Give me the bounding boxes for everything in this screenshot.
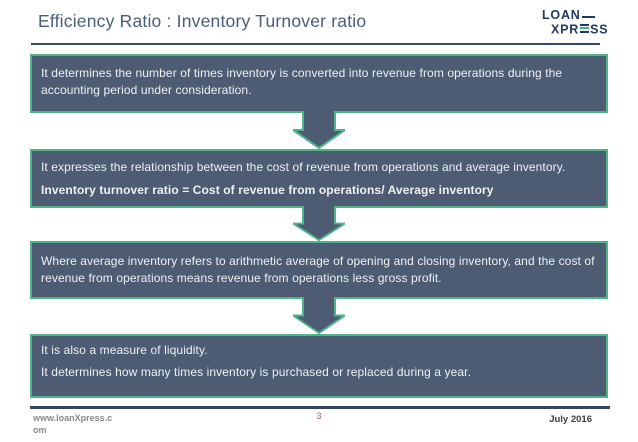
logo-e-bars-icon — [580, 22, 590, 34]
info-box-4: It is also a measure of liquidity. It de… — [30, 334, 608, 398]
footer-date: July 2016 — [549, 414, 592, 425]
info-box-2-text: It expresses the relationship between th… — [41, 160, 566, 174]
logo-line-xpress: XPR SS — [542, 22, 608, 37]
info-box-3-text: Where average inventory refers to arithm… — [41, 254, 595, 285]
info-box-4-text-1: It is also a measure of liquidity. — [41, 343, 208, 357]
info-box-3: Where average inventory refers to arithm… — [30, 241, 608, 299]
logo-line-loan: LOAN — [542, 9, 608, 22]
loanxpress-logo: LOAN XPR SS — [542, 9, 608, 37]
info-box-1: It determines the number of times invent… — [30, 54, 608, 113]
footer-website: www.loanXpress.com — [33, 413, 113, 435]
logo-text-xpr: XPR — [551, 22, 580, 37]
info-box-4-text-2: It determines how many times inventory i… — [41, 364, 472, 379]
logo-dash — [581, 16, 595, 18]
page-title: Efficiency Ratio : Inventory Turnover ra… — [38, 11, 367, 31]
title-underline — [31, 43, 600, 45]
down-arrow-icon — [293, 111, 345, 149]
page-number: 3 — [316, 411, 322, 421]
logo-text-loan: LOAN — [542, 8, 581, 22]
info-box-2: It expresses the relationship between th… — [30, 149, 608, 208]
down-arrow-icon — [293, 297, 345, 334]
logo-text-ss: SS — [590, 22, 609, 37]
down-arrow-icon — [293, 206, 345, 241]
footer-divider — [30, 406, 610, 409]
info-box-1-text: It determines the number of times invent… — [41, 66, 563, 97]
info-box-2-formula: Inventory turnover ratio = Cost of reven… — [41, 182, 494, 197]
